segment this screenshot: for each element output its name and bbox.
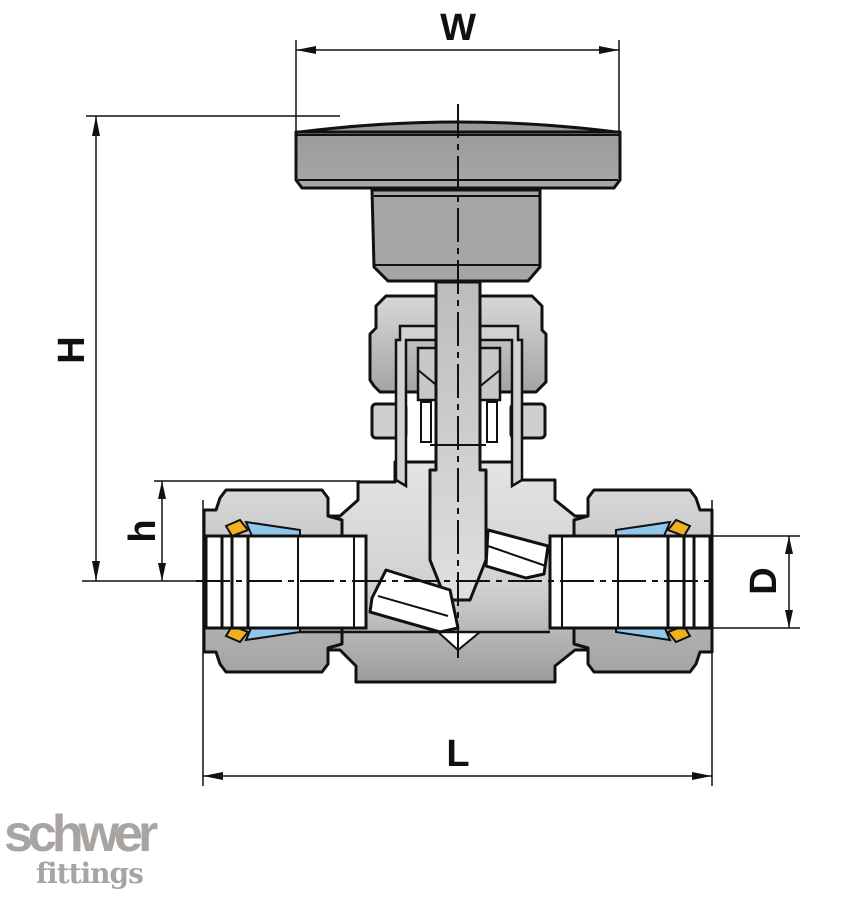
centerlines xyxy=(196,104,716,660)
dimension-label-h-upper: H xyxy=(51,336,93,363)
dimension-d: D xyxy=(700,535,800,629)
flow-passages xyxy=(300,528,550,652)
logo-sub-text: fittings xyxy=(36,857,144,890)
logo-brand-text: schwer xyxy=(4,805,158,863)
dimension-label-h-lower: h xyxy=(122,519,164,542)
dimension-label-d: D xyxy=(743,567,785,594)
company-logo: schwer fittings xyxy=(4,808,194,900)
dimension-h-overall: H xyxy=(51,115,340,582)
dimension-label-l: L xyxy=(446,733,469,775)
dimension-h-body: h xyxy=(122,480,360,581)
dimension-label-w: W xyxy=(440,7,476,49)
dimension-w: W xyxy=(295,7,620,132)
